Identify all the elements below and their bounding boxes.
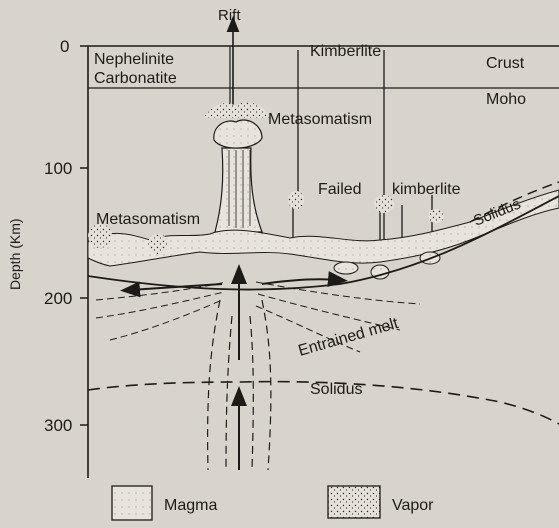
solidus-lower-label: Solidus: [310, 381, 362, 398]
failed-label: Failed: [318, 181, 362, 198]
tick-label-200: 200: [44, 289, 72, 308]
legend-vapor-swatch: [328, 486, 380, 518]
tail-inner-right: [250, 316, 253, 470]
tick-label-100: 100: [44, 159, 72, 178]
crust-label: Crust: [486, 55, 525, 72]
legend-magma-swatch: [112, 486, 152, 520]
head-arrow-right: [262, 279, 338, 284]
flow-line-3: [110, 300, 222, 340]
rift-label: Rift: [218, 7, 241, 24]
axis-label: Depth (Km): [7, 218, 23, 290]
vapor-pocket-3: [288, 191, 304, 209]
legend: Magma Vapor: [112, 486, 434, 520]
entrained-melt-label: Entrained melt: [296, 315, 400, 360]
kimberlite-dykes: [293, 50, 432, 248]
plume-flow-lines: [96, 282, 420, 352]
flow-line-2: [96, 292, 224, 318]
legend-vapor-label: Vapor: [392, 497, 434, 514]
tick-label-300: 300: [44, 416, 72, 435]
carbonatite-label: Carbonatite: [94, 70, 177, 87]
vapor-pocket-2: [148, 234, 168, 254]
kimberlite-top-label: Kimberlite: [310, 43, 381, 60]
vapor-pocket-4: [374, 195, 394, 213]
legend-magma-label: Magma: [164, 497, 217, 514]
conduit-head: [214, 120, 262, 148]
kimberlite-failed-label: kimberlite: [392, 181, 461, 198]
moho-label: Moho: [486, 91, 526, 108]
depth-axis: 0 100 200 300 Depth (Km): [7, 37, 88, 478]
metasomatism-left-label: Metasomatism: [96, 211, 200, 228]
vapor-pocket-5: [428, 209, 444, 223]
tail-edge-right: [262, 300, 271, 470]
magma-pod-1: [334, 262, 358, 274]
tail-edge-left: [208, 300, 220, 470]
plume-conduit: [204, 102, 270, 232]
tail-inner-left: [226, 316, 232, 470]
tick-label-0: 0: [60, 37, 69, 56]
metasomatism-upper-label: Metasomatism: [268, 111, 372, 128]
metasomatism-zone: [88, 190, 559, 266]
conduit-vapor: [204, 102, 270, 118]
conduit-body: [215, 148, 262, 232]
nephelinite-label: Nephelinite: [94, 51, 174, 68]
